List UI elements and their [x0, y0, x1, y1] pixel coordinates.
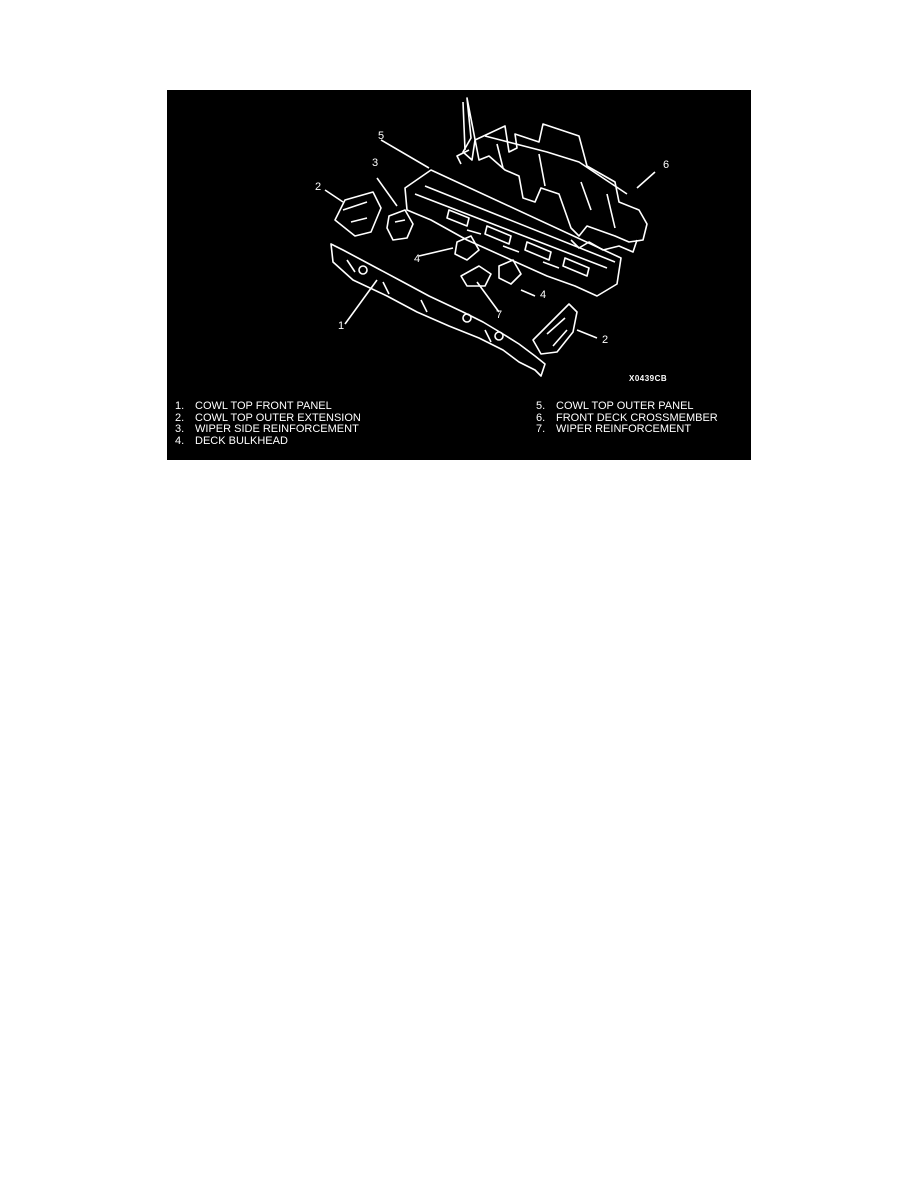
legend-number: 7. — [536, 423, 546, 435]
legend-item: 3. WIPER SIDE REINFORCEMENT — [175, 423, 361, 436]
legend-item: 7. WIPER REINFORCEMENT — [536, 423, 718, 436]
legend-text: COWL TOP OUTER EXTENSION — [195, 411, 361, 424]
legend-right: 5. COWL TOP OUTER PANEL 6. FRONT DECK CROS… — [536, 400, 718, 436]
legend-item: 1. COWL TOP FRONT PANEL — [175, 400, 361, 413]
legend-number: 4. — [175, 434, 185, 447]
cowl-top-outer-extension-left-shape — [334, 191, 382, 237]
callout-3: 3 — [372, 157, 379, 169]
legend-item: 2. COWL TOP OUTER EXTENSION — [175, 411, 361, 425]
legend-text: FRONT DECK CROSSMEMBER — [556, 411, 718, 424]
legend-number: 3. — [175, 423, 185, 435]
legend-number: 1. — [175, 400, 185, 412]
legend-item: 5. COWL TOP OUTER PANEL — [536, 400, 718, 413]
callout-6: 6 — [663, 159, 670, 171]
legend-text: DECK BULKHEAD — [195, 434, 288, 447]
callout-2-right: 2 — [602, 334, 609, 346]
callout-1: 1 — [338, 320, 345, 332]
legend-item: 4. DECK BULKHEAD — [175, 434, 361, 448]
front-deck-crossmember-shape — [456, 97, 648, 253]
deck-bulkhead-right-shape — [498, 259, 522, 285]
callout-5: 5 — [378, 130, 385, 142]
wiper-side-reinforcement-shape — [386, 209, 414, 241]
cowl-top-outer-extension-right-shape — [532, 303, 578, 355]
legend-number: 6. — [536, 411, 546, 424]
wiper-reinforcement-shape — [460, 265, 492, 287]
legend-number: 2. — [175, 411, 185, 424]
callout-4-right: 4 — [540, 289, 547, 301]
cowl-top-front-panel-shape — [330, 243, 546, 377]
leader-lines — [324, 139, 656, 339]
legend-item: 6. FRONT DECK CROSSMEMBER — [536, 411, 718, 425]
legend-left: 1. COWL TOP FRONT PANEL 2. COWL TOP OUTER … — [175, 400, 361, 448]
legend-text: COWL TOP OUTER PANEL — [556, 400, 694, 412]
figure-code: X0439CB — [629, 374, 668, 383]
callout-2-left: 2 — [315, 181, 322, 193]
legend-text: WIPER SIDE REINFORCEMENT — [195, 423, 359, 435]
legend-number: 5. — [536, 400, 546, 412]
parts-illustration — [324, 97, 656, 377]
exploded-parts-diagram: 5 3 2 6 4 4 7 1 2 X0439CB 1. COWL TOP FRO… — [167, 90, 751, 460]
legend-text: COWL TOP FRONT PANEL — [195, 400, 332, 412]
legend-text: WIPER REINFORCEMENT — [556, 423, 692, 435]
callout-4-left: 4 — [414, 253, 421, 265]
cowl-top-outer-panel-shape — [404, 169, 622, 297]
deck-bulkhead-left-shape — [454, 235, 480, 261]
callout-7: 7 — [496, 309, 503, 321]
